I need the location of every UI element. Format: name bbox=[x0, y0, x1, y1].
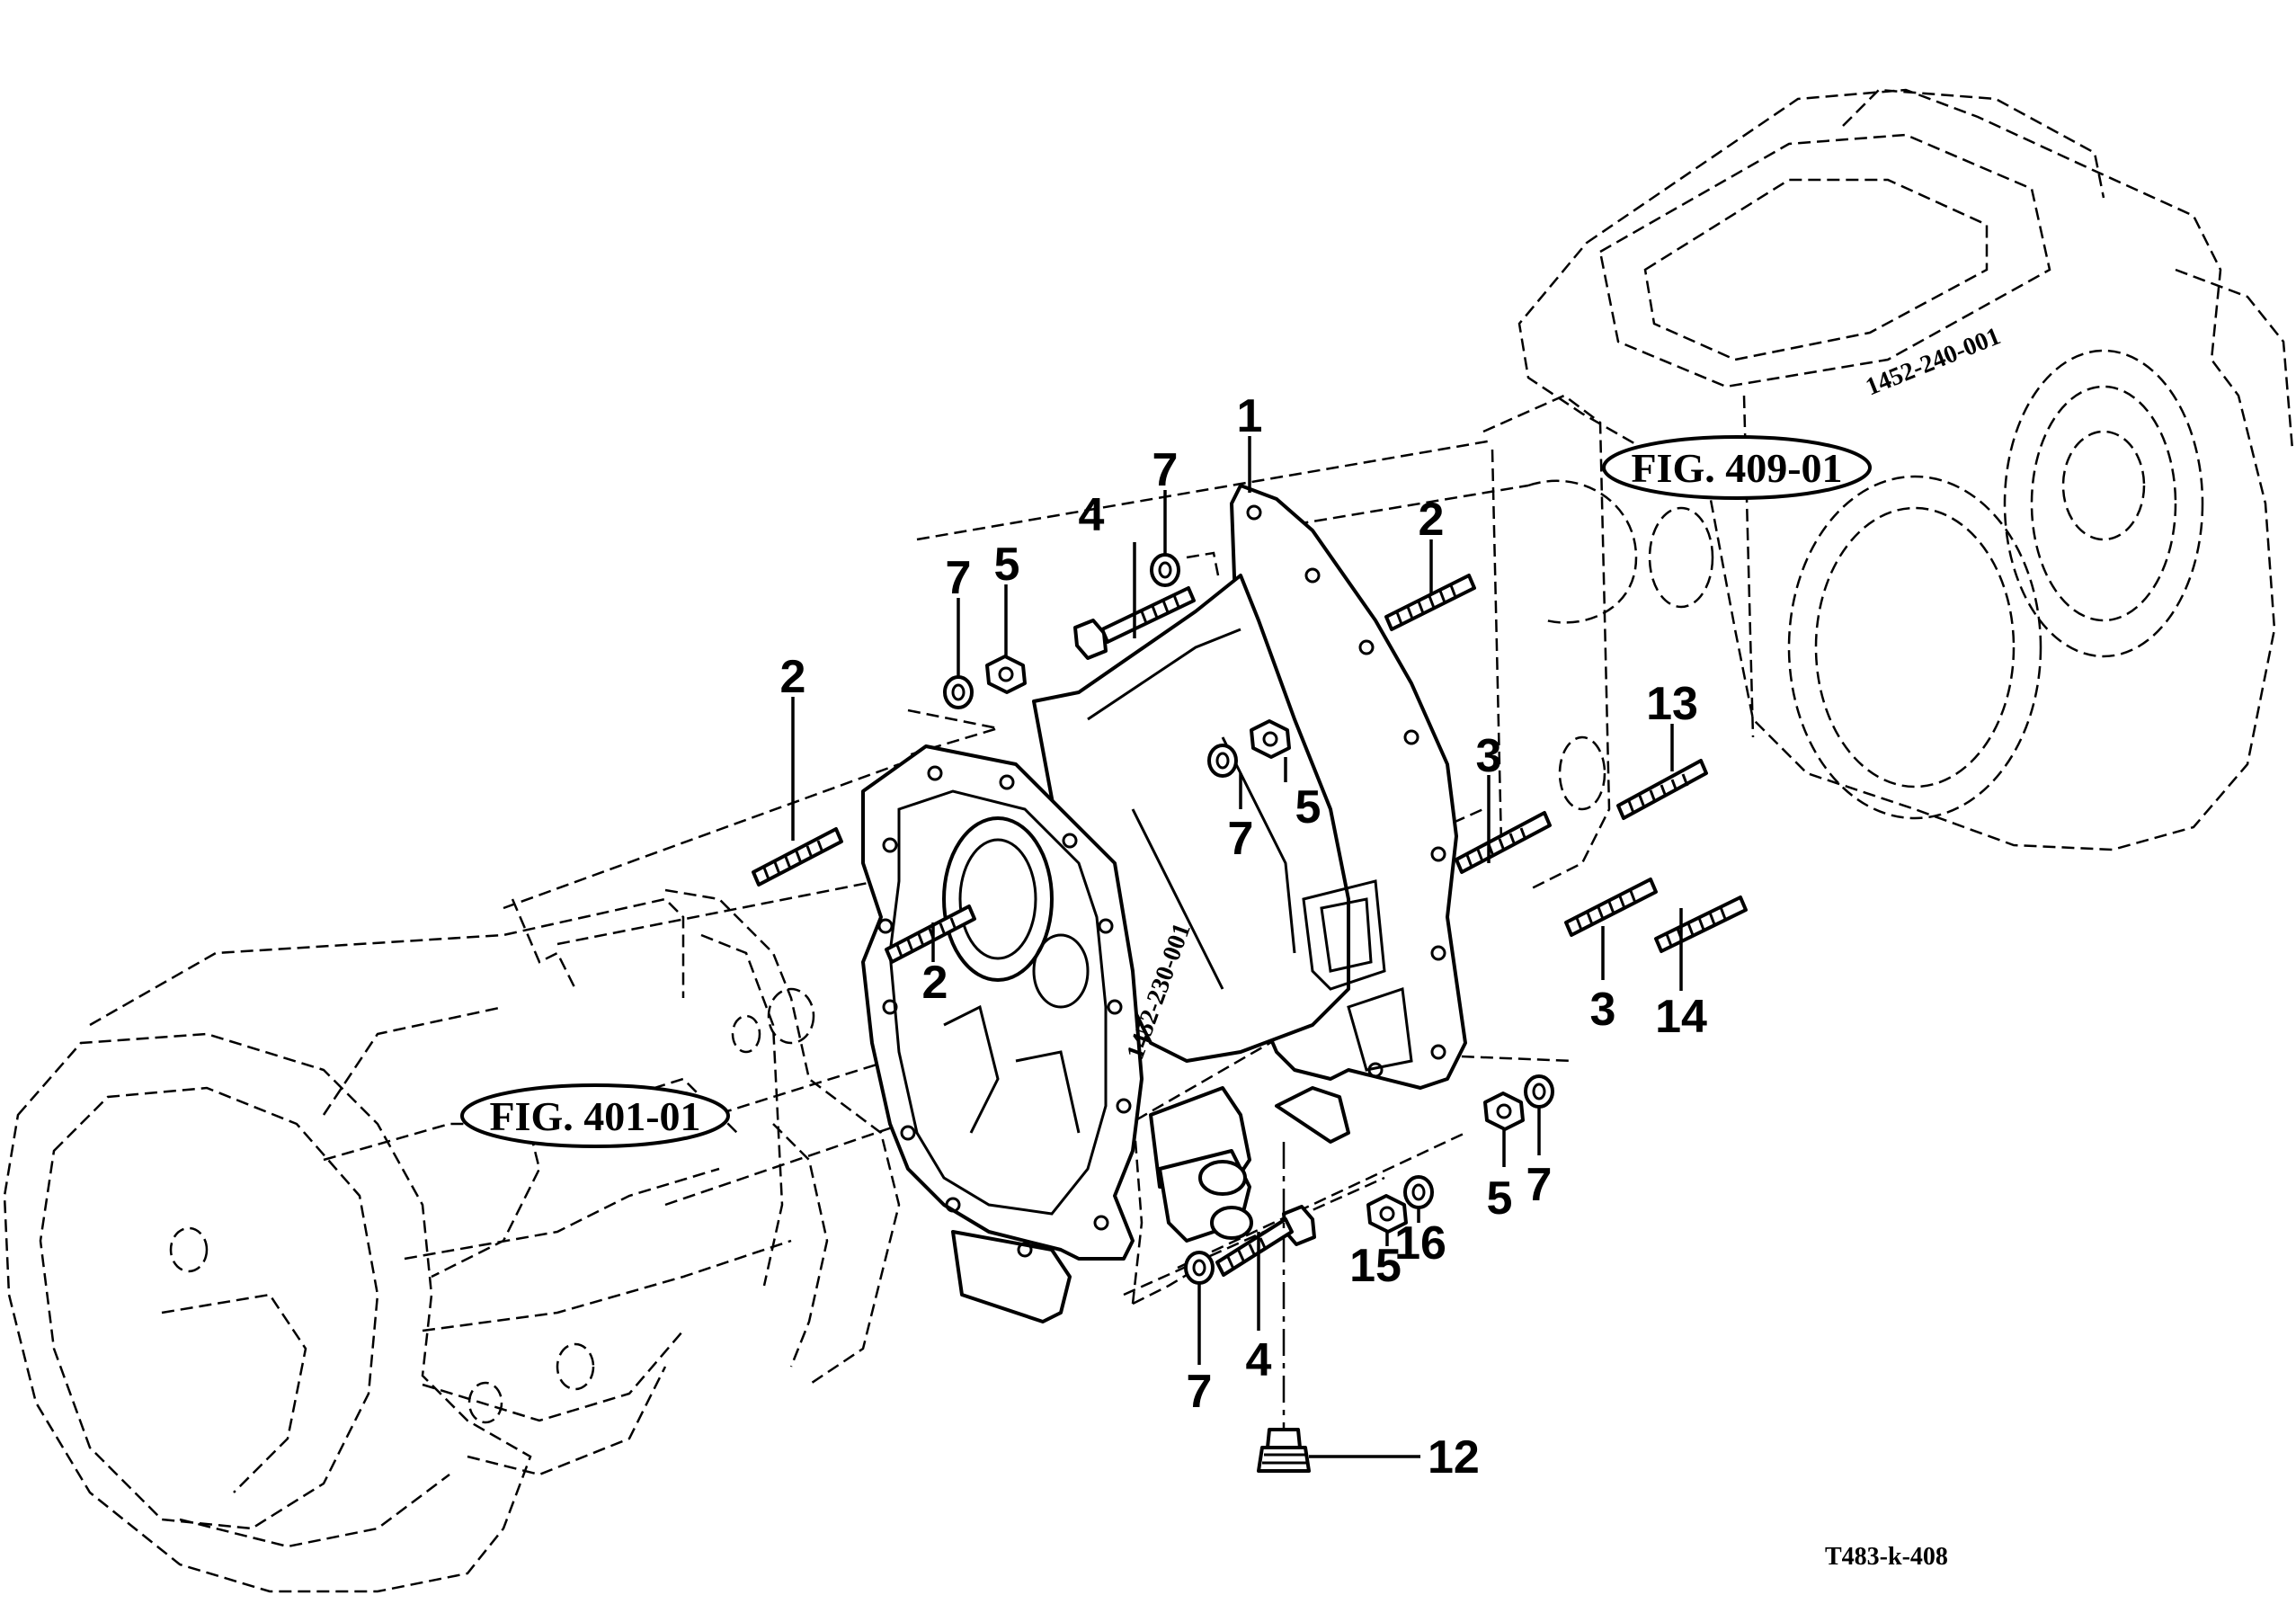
callout-5-top: 5 bbox=[994, 539, 1020, 591]
washer-part-7-top bbox=[1150, 553, 1180, 587]
svg-text:FIG. 401-01: FIG. 401-01 bbox=[489, 1093, 700, 1139]
front-transmission-housing-phantom bbox=[3, 888, 901, 1593]
callout-3-lower: 3 bbox=[1590, 984, 1616, 1036]
drain-plug-part-12 bbox=[1257, 1142, 1311, 1473]
nut-part-15 bbox=[1366, 1194, 1408, 1234]
callout-7-top: 7 bbox=[1152, 444, 1179, 496]
callout-13: 13 bbox=[1646, 678, 1698, 730]
callout-leaders bbox=[791, 436, 1683, 1458]
callout-3-upper: 3 bbox=[1476, 730, 1502, 782]
callout-2-front: 2 bbox=[922, 957, 948, 1009]
callout-4-lower: 4 bbox=[1246, 1334, 1272, 1386]
callout-7-top-left: 7 bbox=[946, 552, 972, 604]
callout-2-left: 2 bbox=[780, 651, 806, 703]
callout-14: 14 bbox=[1655, 991, 1707, 1043]
washer-part-7-top-left bbox=[943, 675, 974, 709]
figure-ref-401-01[interactable]: FIG. 401-01 bbox=[460, 1083, 730, 1148]
callout-7-right: 7 bbox=[1526, 1159, 1553, 1211]
callout-5-middle: 5 bbox=[1295, 781, 1322, 833]
nut-part-5-right bbox=[1483, 1092, 1525, 1131]
callout-labels: 1 2 2 2 3 3 4 4 5 5 5 7 7 7 7 7 12 13 14… bbox=[780, 390, 1707, 1484]
washer-part-7-right bbox=[1524, 1074, 1554, 1109]
svg-text:FIG. 409-01: FIG. 409-01 bbox=[1631, 445, 1842, 491]
callout-12: 12 bbox=[1428, 1431, 1480, 1484]
center-housing-part-1 bbox=[861, 484, 1467, 1323]
callout-2-right: 2 bbox=[1419, 494, 1445, 546]
callout-7-bottom: 7 bbox=[1187, 1366, 1213, 1418]
callout-7-middle: 7 bbox=[1228, 813, 1254, 865]
washer-part-7-bottom bbox=[1184, 1251, 1215, 1285]
callout-4-upper: 4 bbox=[1079, 489, 1105, 541]
callout-16: 16 bbox=[1394, 1217, 1446, 1270]
stud-part-3-lower bbox=[1564, 878, 1658, 937]
stud-part-13 bbox=[1616, 759, 1708, 820]
callout-1: 1 bbox=[1237, 390, 1263, 442]
nut-part-5-middle bbox=[1250, 719, 1291, 759]
figure-ref-409-01[interactable]: FIG. 409-01 bbox=[1602, 435, 1872, 500]
bolt-part-4-lower bbox=[1215, 1205, 1316, 1277]
washer-part-7-middle bbox=[1207, 744, 1238, 778]
callout-5-right: 5 bbox=[1487, 1172, 1513, 1225]
document-id: T483-k-408 bbox=[1825, 1543, 1948, 1571]
nut-part-5-top bbox=[985, 655, 1027, 694]
stud-part-3-upper bbox=[1455, 811, 1552, 874]
callout-15: 15 bbox=[1349, 1240, 1402, 1292]
bolt-part-4-upper bbox=[1073, 586, 1196, 660]
stud-part-2-left bbox=[752, 827, 843, 887]
stud-part-2-front bbox=[885, 904, 976, 964]
rear-axle-housing-phantom bbox=[1482, 88, 2294, 892]
flange-bolt-holes bbox=[877, 504, 1446, 1258]
washer-part-16 bbox=[1403, 1175, 1434, 1209]
stud-part-14 bbox=[1654, 896, 1748, 953]
stud-part-2-right bbox=[1384, 574, 1476, 631]
